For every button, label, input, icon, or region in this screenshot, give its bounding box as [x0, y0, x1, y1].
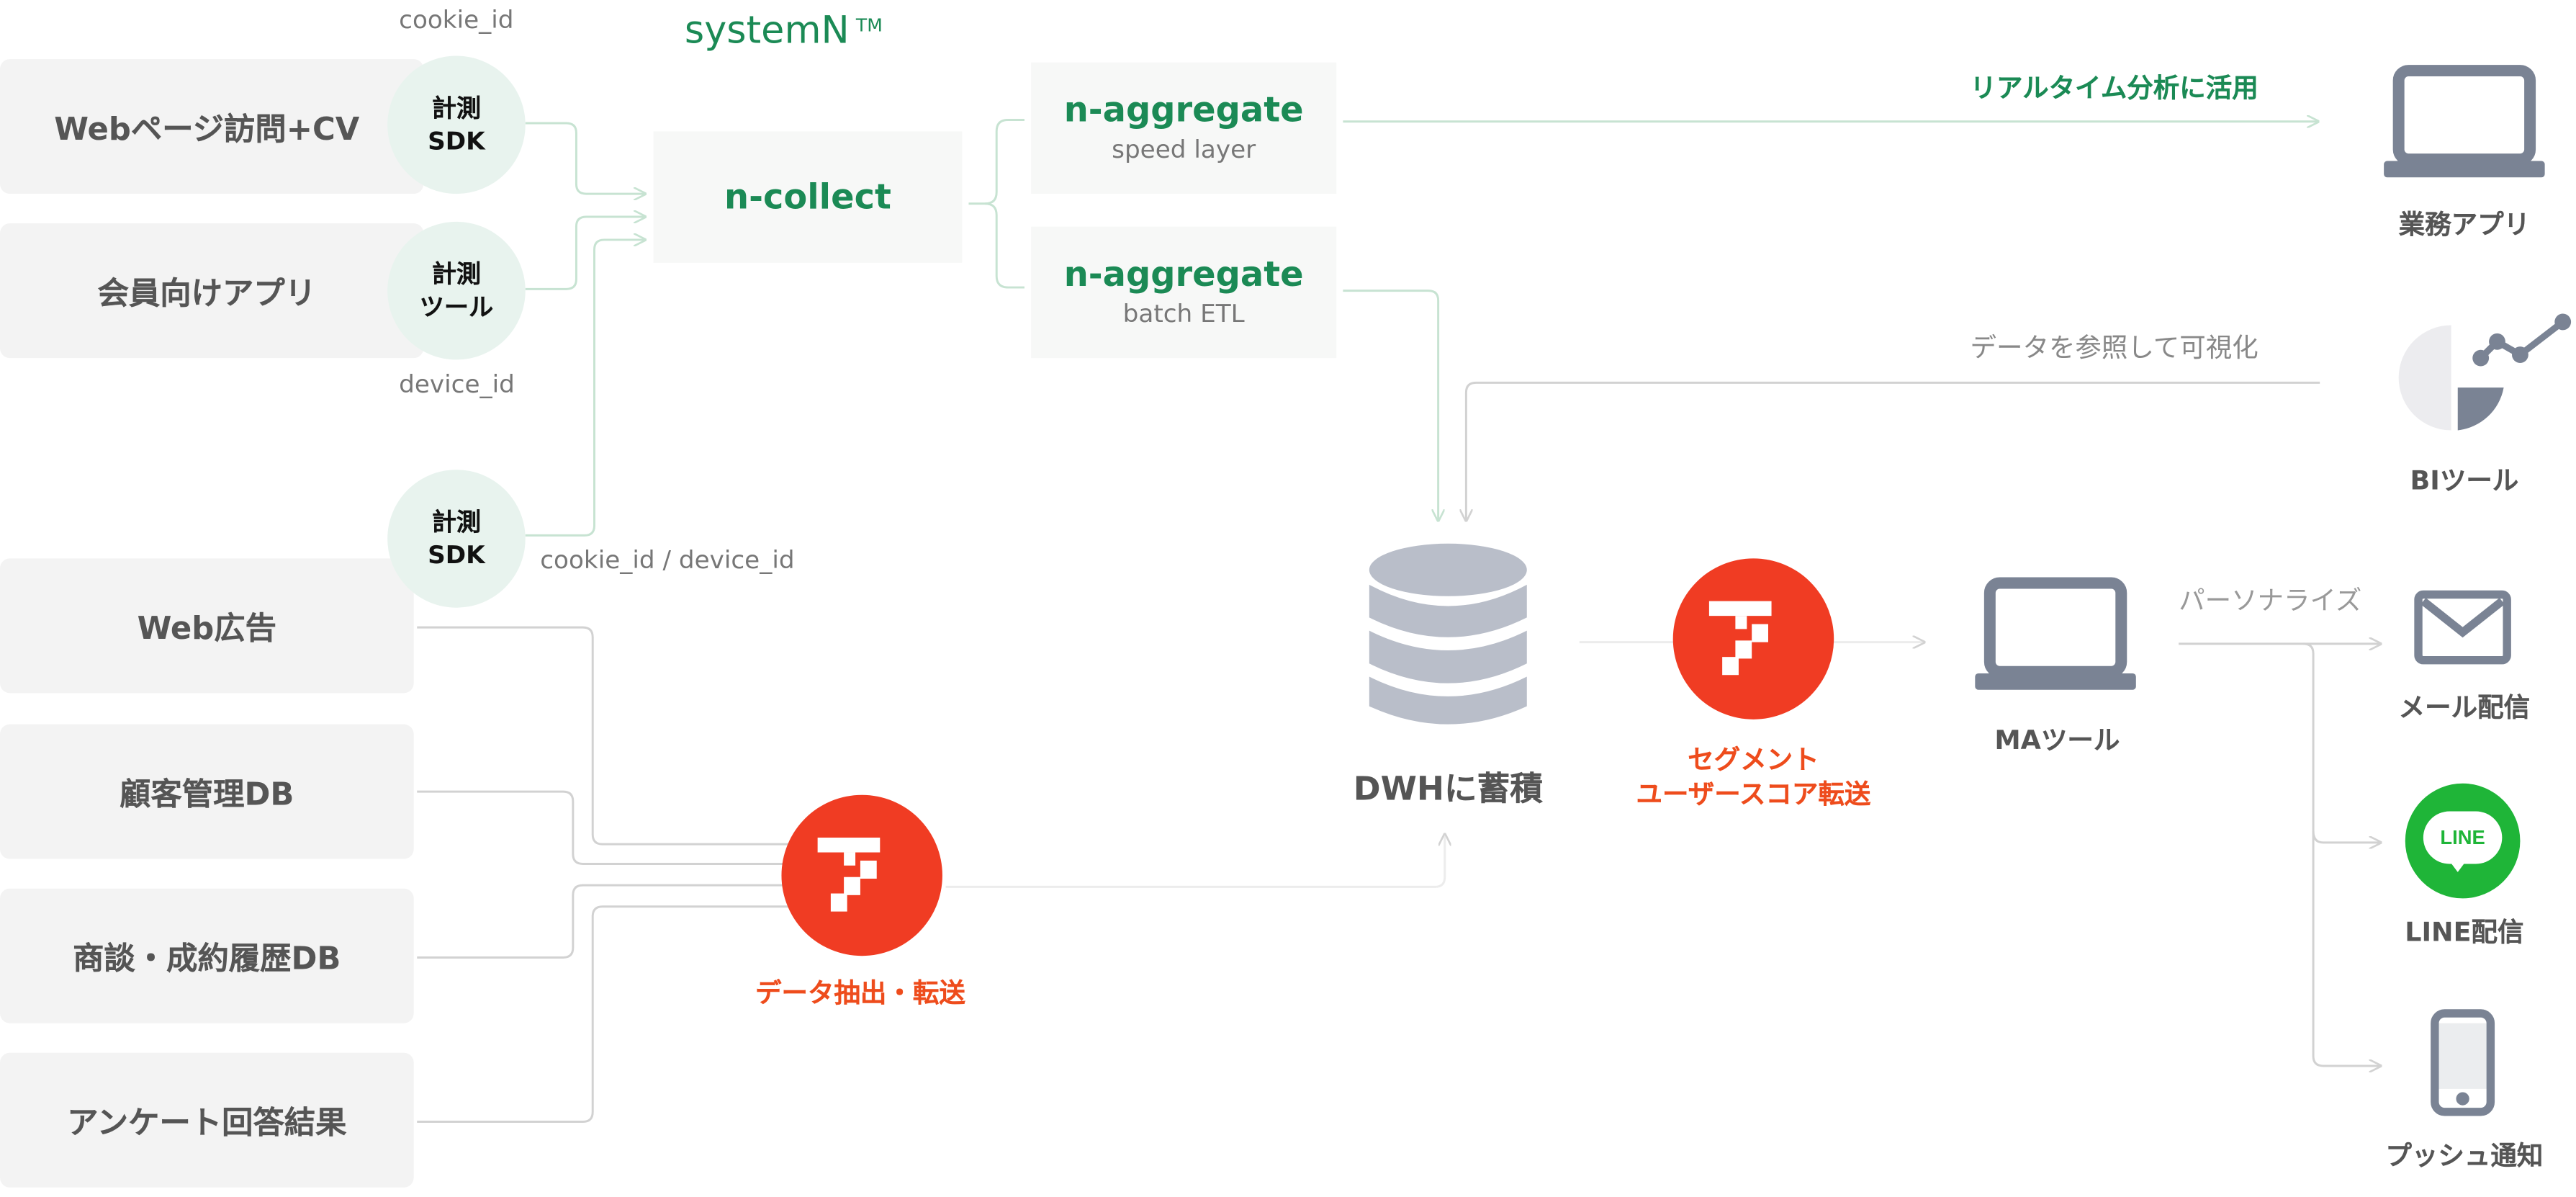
sdk-badge-line1: 計測	[431, 93, 482, 124]
source-deal-history-db: 商談・成約履歴DB	[0, 888, 414, 1023]
smartphone-icon	[2431, 1009, 2495, 1116]
bi-chart-icon	[2398, 313, 2572, 431]
laptop-icon	[2384, 65, 2545, 178]
visualize-note: データを参照して可視化	[1970, 331, 2258, 363]
source-survey-results: アンケート回答結果	[0, 1052, 414, 1188]
n-aggregate-speed-title: n-aggregate	[1063, 90, 1304, 130]
source-web-ads: Web広告	[0, 558, 414, 694]
line-bubble-tail	[2448, 858, 2468, 872]
n-aggregate-batch-sub: batch ETL	[1122, 299, 1245, 329]
n-collect-title: n-collect	[724, 177, 891, 218]
transfer-logo-icon	[817, 838, 881, 912]
source-crm-db: 顧客管理DB	[0, 724, 414, 859]
brand-tm: TM	[855, 14, 883, 37]
source-web-visit: Webページ訪問+CV	[0, 59, 424, 194]
bi-tool-label: BIツール	[2410, 465, 2519, 496]
source-member-app: 会員向けアプリ	[0, 223, 424, 359]
personalize-note: パーソナライズ	[2179, 584, 2362, 617]
mail-icon	[2414, 590, 2511, 665]
realtime-analysis-note: リアルタイム分析に活用	[1970, 72, 2258, 104]
segment-transfer-line1: セグメント	[1688, 744, 1819, 776]
push-notification-label: プッシュ通知	[2385, 1139, 2544, 1171]
brand-name: systemN	[684, 9, 850, 53]
dwh-label: DWHに蓄積	[1353, 768, 1543, 808]
line-logo-text: LINE	[2440, 826, 2485, 849]
database-icon	[1369, 543, 1527, 725]
sdk-badge-line2: SDK	[428, 126, 485, 156]
sdk-badge-line2: ツール	[419, 292, 494, 322]
business-app-label: 業務アプリ	[2398, 208, 2531, 240]
sdk-badge-line1: 計測	[431, 259, 482, 290]
laptop-icon	[1975, 577, 2136, 690]
n-collect-box: n-collect	[653, 131, 963, 263]
ma-tool-label: MAツール	[1994, 724, 2120, 756]
mail-delivery-label: メール配信	[2398, 691, 2531, 723]
segment-transfer-label: セグメント ユーザースコア転送	[1629, 743, 1878, 812]
n-aggregate-speed-sub: speed layer	[1112, 134, 1256, 165]
n-aggregate-batch-title: n-aggregate	[1063, 254, 1304, 295]
line-delivery-label: LINE配信	[2405, 916, 2524, 948]
device-id-label: device_id	[399, 369, 515, 400]
n-aggregate-batch-box: n-aggregate batch ETL	[1031, 226, 1337, 359]
transfer-logo-icon	[1708, 601, 1772, 676]
segment-transfer-line2: ユーザースコア転送	[1636, 778, 1871, 810]
cookie-device-id-label: cookie_id / device_id	[540, 545, 795, 575]
sdk-badge-line2: SDK	[428, 540, 485, 570]
extract-transfer-label: データ抽出・転送	[755, 977, 965, 1009]
sdk-badge-line1: 計測	[431, 507, 482, 537]
sdk-badge-ads: 計測 SDK	[387, 470, 526, 608]
tool-badge-app: 計測 ツール	[387, 221, 526, 360]
line-speech-bubble: LINE	[2423, 811, 2503, 864]
segment-transfer-node	[1672, 558, 1834, 719]
line-app-icon: LINE	[2405, 783, 2521, 899]
n-aggregate-speed-box: n-aggregate speed layer	[1031, 62, 1337, 194]
cookie-id-label: cookie_id	[399, 4, 514, 35]
sdk-badge-web: 計測 SDK	[387, 55, 526, 194]
extract-transfer-node	[781, 794, 942, 956]
